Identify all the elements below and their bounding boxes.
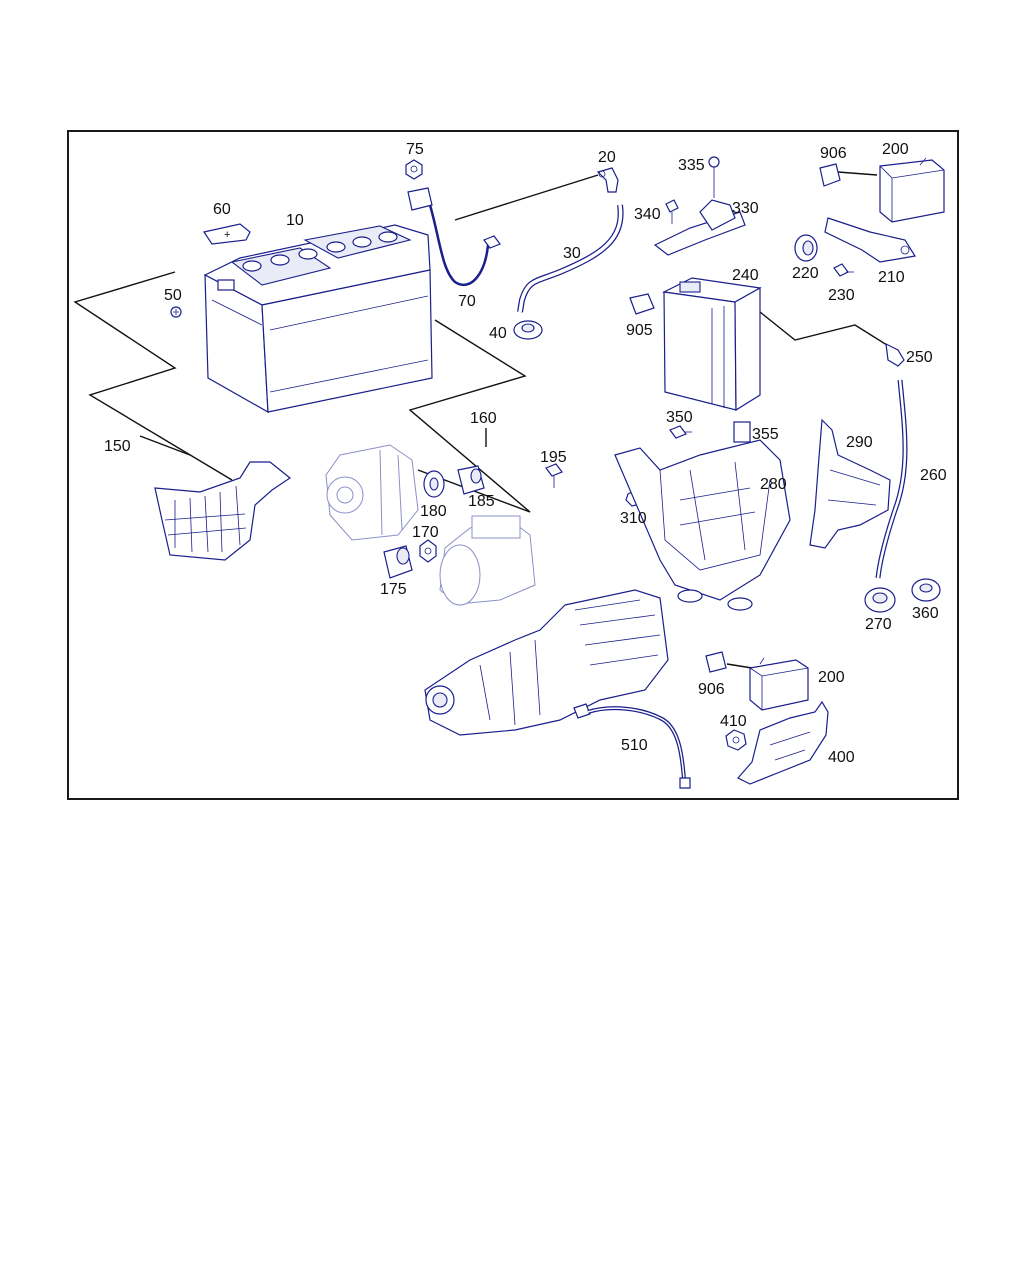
callout-170: 170 bbox=[412, 524, 439, 541]
bracket-330 bbox=[653, 156, 746, 256]
callout-250: 250 bbox=[906, 349, 933, 366]
bracket-210 bbox=[794, 217, 916, 277]
label-906-top bbox=[819, 163, 841, 187]
callout-150: 150 bbox=[104, 438, 131, 455]
nut-410 bbox=[725, 729, 747, 751]
callout-230: 230 bbox=[828, 287, 855, 304]
vent-hose-30 bbox=[517, 204, 624, 313]
callout-355: 355 bbox=[752, 426, 779, 443]
bushing-185 bbox=[457, 465, 485, 495]
callout-70: 70 bbox=[458, 293, 476, 310]
battery-10 bbox=[203, 224, 433, 414]
callout-270: 270 bbox=[865, 616, 892, 633]
grommet-270 bbox=[864, 587, 896, 613]
bolt-195 bbox=[545, 463, 563, 488]
callout-10: 10 bbox=[286, 212, 304, 229]
callout-400: 400 bbox=[828, 749, 855, 766]
label-905 bbox=[629, 293, 655, 315]
callout-30: 30 bbox=[563, 245, 581, 262]
callout-335: 335 bbox=[678, 157, 705, 174]
callout-906-bottom: 906 bbox=[698, 681, 725, 698]
callout-50: 50 bbox=[164, 287, 182, 304]
bracket-400 bbox=[737, 700, 829, 785]
callout-40: 40 bbox=[489, 325, 507, 342]
callout-60: 60 bbox=[213, 201, 231, 218]
battery-tray-280 bbox=[614, 439, 791, 611]
grommet-40 bbox=[513, 320, 543, 340]
callout-290: 290 bbox=[846, 434, 873, 451]
aux-battery-200-bottom bbox=[749, 657, 809, 711]
callout-labels: 10 20 30 40 50 60 70 75 150 160 170 175 … bbox=[104, 141, 947, 766]
callout-905: 905 bbox=[626, 322, 653, 339]
nut-75 bbox=[405, 159, 423, 180]
grommet-360 bbox=[911, 578, 941, 602]
callout-20: 20 bbox=[598, 149, 616, 166]
plus-mark: + bbox=[224, 229, 230, 241]
ground-strap-510 bbox=[573, 703, 691, 789]
screw-350 bbox=[669, 425, 692, 439]
elbow-250 bbox=[885, 342, 905, 367]
callout-185: 185 bbox=[468, 493, 495, 510]
callout-340: 340 bbox=[634, 206, 661, 223]
alternator-160 bbox=[325, 444, 419, 541]
bushing-180 bbox=[423, 470, 445, 498]
callout-310: 310 bbox=[620, 510, 647, 527]
elbow-fitting-20 bbox=[596, 167, 619, 193]
callout-200-bottom: 200 bbox=[818, 669, 845, 686]
engine-transmission bbox=[424, 589, 669, 736]
callout-240: 240 bbox=[732, 267, 759, 284]
starter-motor bbox=[439, 515, 536, 606]
battery-240 bbox=[662, 277, 762, 412]
bushing-175 bbox=[383, 545, 413, 579]
callout-280: 280 bbox=[760, 476, 787, 493]
callout-160: 160 bbox=[470, 410, 497, 427]
terminal-cover-60: + bbox=[203, 223, 251, 245]
hose-260 bbox=[875, 379, 908, 579]
callout-260: 260 bbox=[920, 467, 947, 484]
nut-170 bbox=[419, 539, 437, 563]
callout-200-top: 200 bbox=[882, 141, 909, 158]
callout-410: 410 bbox=[720, 713, 747, 730]
callout-75: 75 bbox=[406, 141, 424, 158]
screw-50 bbox=[170, 306, 182, 318]
leader-lines bbox=[73, 171, 899, 669]
callout-510: 510 bbox=[621, 737, 648, 754]
label-906-bottom bbox=[705, 651, 727, 673]
callout-220: 220 bbox=[792, 265, 819, 282]
callout-906-top: 906 bbox=[820, 145, 847, 162]
bracket-150 bbox=[154, 461, 292, 561]
callout-210: 210 bbox=[878, 269, 905, 286]
battery-cable-70 bbox=[407, 187, 501, 287]
callout-180: 180 bbox=[420, 503, 447, 520]
clip-355 bbox=[733, 421, 751, 443]
callout-350: 350 bbox=[666, 409, 693, 426]
callout-175: 175 bbox=[380, 581, 407, 598]
aux-battery-200-top bbox=[879, 157, 945, 223]
bracket-290 bbox=[809, 418, 891, 549]
callout-195: 195 bbox=[540, 449, 567, 466]
callout-360: 360 bbox=[912, 605, 939, 622]
callout-330: 330 bbox=[732, 200, 759, 217]
